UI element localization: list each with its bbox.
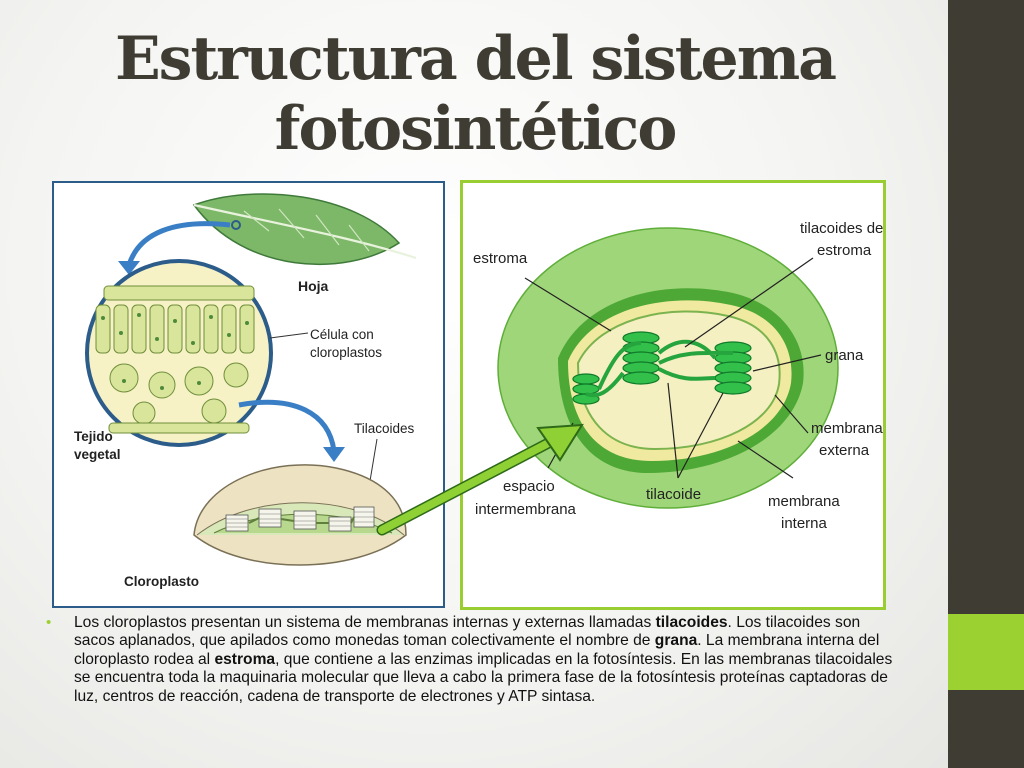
label-grana: grana xyxy=(825,347,864,364)
label-celula-line-2: cloroplastos xyxy=(310,345,382,360)
label-tilacoides-estroma-line-1: tilacoides de xyxy=(800,220,883,237)
label-membrana-interna-line-2: interna xyxy=(781,515,828,532)
chloroplast-illustration xyxy=(193,464,407,566)
arrow-leaf-to-tissue xyxy=(118,221,231,275)
arrow-tissue-to-chloroplast xyxy=(238,399,345,462)
slide-title: Estructura del sistema fotosintético xyxy=(30,24,920,164)
label-espacio-line-1: espacio xyxy=(503,478,555,495)
label-hoja: Hoja xyxy=(298,278,329,294)
label-tilacoides: Tilacoides xyxy=(354,421,415,436)
chloroplast-structure-diagram: estroma tilacoides de estroma grana memb… xyxy=(460,180,886,610)
label-membrana-externa-line-1: membrana xyxy=(811,420,883,437)
bullet-part-2: . Los tilacoides son sacos aplanados, qu… xyxy=(74,614,861,650)
label-tilacoide: tilacoide xyxy=(646,486,701,503)
label-tejido-line-1: Tejido xyxy=(74,429,113,444)
bullet-part-1: Los cloroplastos presentan un sistema de… xyxy=(74,614,656,631)
bullet-part-3: . La membrana interna del cloroplasto ro… xyxy=(74,632,880,668)
leaf-to-chloroplast-diagram: Hoja xyxy=(52,181,445,608)
bullet-paragraph: • Los cloroplastos presentan un sistema … xyxy=(46,614,896,706)
title-line-1: Estructura del sistema xyxy=(114,24,837,94)
label-tilacoides-estroma-line-2: estroma xyxy=(817,242,872,259)
leaf-illustration xyxy=(192,193,417,266)
term-tilacoides: tilacoides xyxy=(655,614,728,631)
callout-lines xyxy=(524,257,822,479)
grana-stacks xyxy=(572,331,752,405)
term-grana: grana xyxy=(654,632,698,650)
label-espacio-line-2: intermembrana xyxy=(475,501,577,518)
label-membrana-externa-line-2: externa xyxy=(819,442,870,459)
label-estroma: estroma xyxy=(473,250,528,267)
label-tejido-line-2: vegetal xyxy=(74,447,121,462)
term-estroma: estroma xyxy=(214,650,276,668)
tissue-circle xyxy=(85,259,273,447)
sidebar-accent-square xyxy=(948,614,1024,690)
bullet-part-4: , que contiene a las enzimas implicadas … xyxy=(74,650,893,705)
bullet-marker: • xyxy=(46,614,52,631)
label-membrana-interna-line-1: membrana xyxy=(768,493,840,510)
bullet-text: Los cloroplastos presentan un sistema de… xyxy=(74,614,896,706)
label-celula-line-1: Célula con xyxy=(310,327,374,342)
label-cloroplasto: Cloroplasto xyxy=(124,574,199,589)
title-line-2: fotosintético xyxy=(274,94,678,164)
